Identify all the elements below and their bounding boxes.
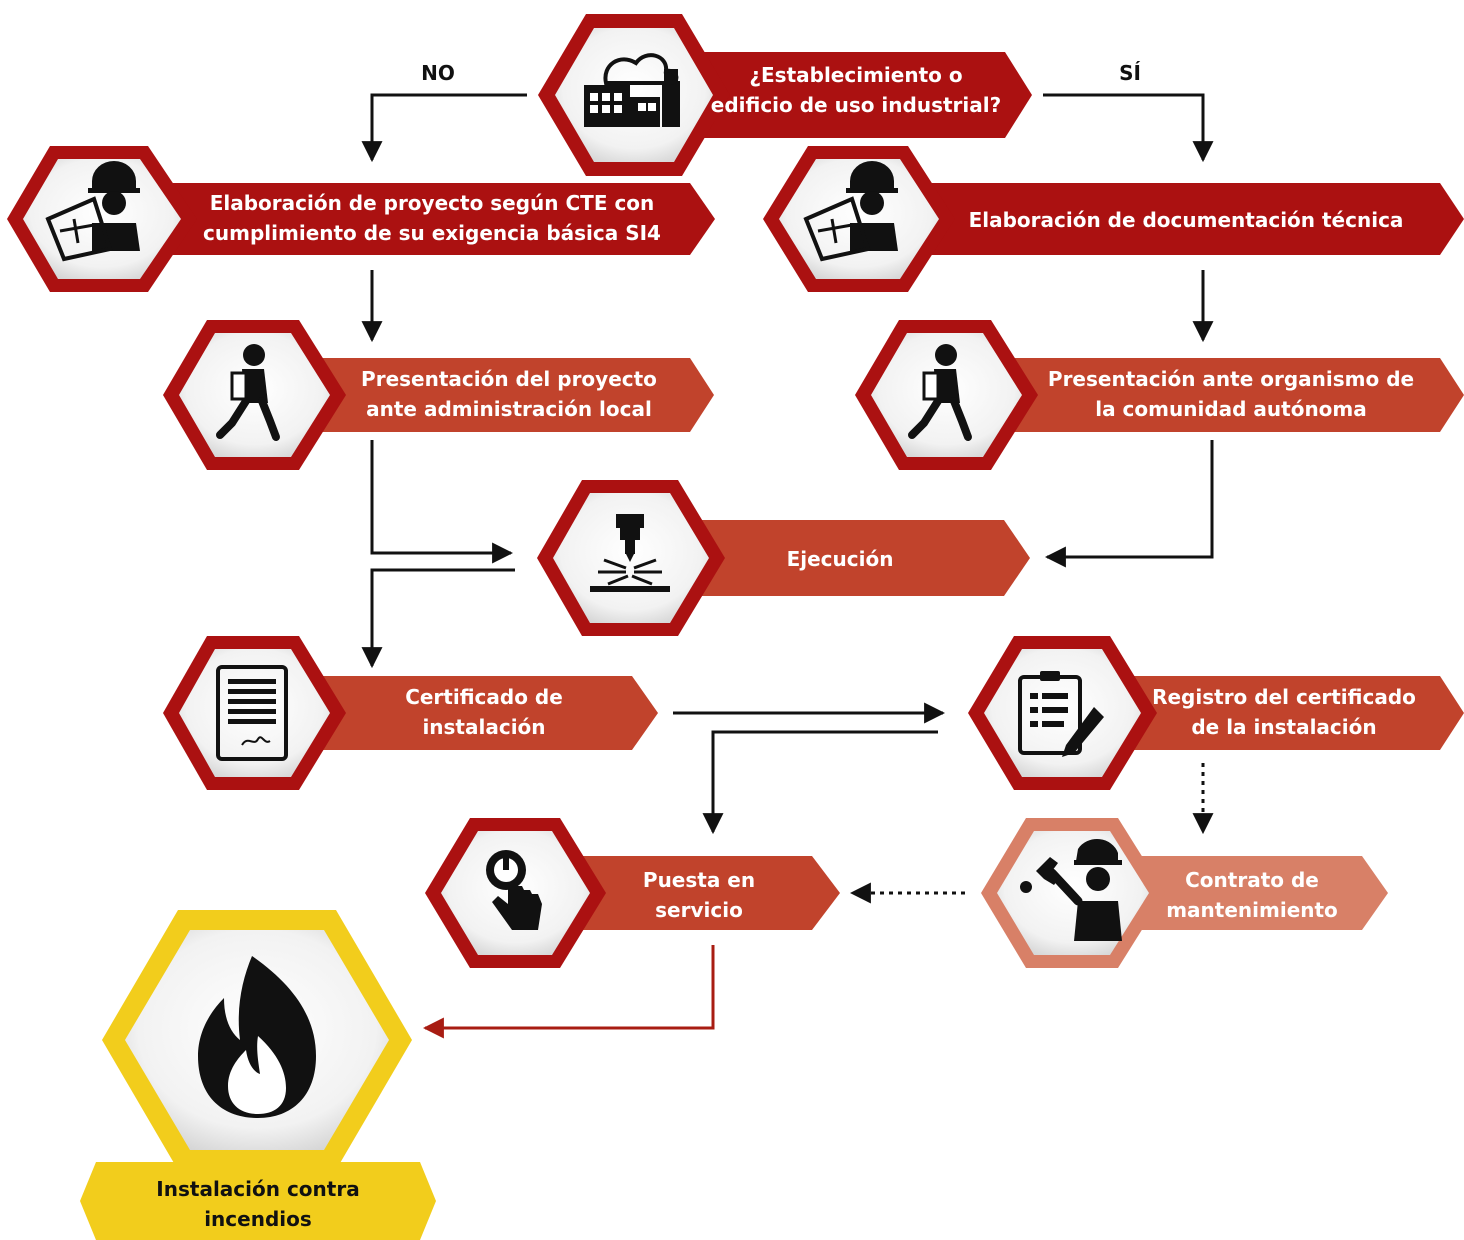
connector-yes-branch — [1043, 93, 1214, 163]
node-presentacion-ccaa: Presentación ante organismo de la comuni… — [855, 320, 1464, 470]
engineer-drafting-icon — [45, 161, 140, 262]
node-banner — [1090, 856, 1388, 930]
node-puesta-servicio: Puesta en servicio — [425, 818, 840, 968]
branch-label-no: NO — [421, 61, 455, 85]
node-industrial: ¿Establecimiento o edificio de uso indus… — [538, 14, 1032, 176]
node-banner — [556, 856, 840, 930]
node-label-line: de la instalación — [1191, 715, 1376, 739]
node-label-line: Contrato de — [1185, 868, 1319, 892]
node-label-line: ante administración local — [366, 397, 652, 421]
welding-icon — [590, 514, 670, 592]
node-certificado: Certificado de instalación — [163, 636, 658, 790]
node-label-line: Elaboración de proyecto según CTE con — [210, 191, 655, 215]
connector-ccaa-to-ejecucion — [1044, 440, 1214, 568]
fire-icon — [198, 956, 316, 1118]
walking-person-icon — [908, 344, 972, 441]
node-label-line: Ejecución — [787, 547, 894, 571]
node-banner — [1075, 676, 1464, 750]
branch-label-yes: SÍ — [1119, 61, 1141, 85]
node-label-line: servicio — [655, 898, 743, 922]
node-label-line: Registro del certificado — [1152, 685, 1416, 709]
node-label-line: instalación — [422, 715, 545, 739]
node-banner — [130, 183, 715, 255]
node-hexagon-inner — [555, 28, 713, 162]
node-registro: Registro del certificado de la instalaci… — [968, 636, 1464, 790]
node-banner — [620, 520, 1030, 596]
node-label-line: Elaboración de documentación técnica — [969, 208, 1404, 232]
connectors — [361, 93, 1214, 1039]
certificate-icon — [216, 665, 288, 761]
node-label-line: Presentación del proyecto — [361, 367, 657, 391]
node-banner — [290, 676, 658, 750]
connector-registro-to-puesta — [702, 730, 938, 835]
node-label-line: mantenimiento — [1166, 898, 1338, 922]
node-label-line: edificio de uso industrial? — [711, 93, 1001, 117]
connector-ejecucion-to-certificado — [361, 568, 515, 669]
power-button-icon — [486, 850, 542, 930]
mechanic-icon — [1020, 839, 1122, 941]
node-label-line: Presentación ante organismo de — [1048, 367, 1414, 391]
connector-no-branch — [361, 93, 527, 163]
node-contrato: Contrato de mantenimiento — [981, 818, 1388, 968]
engineer-drafting-icon — [803, 161, 898, 262]
node-label-line: Puesta en — [643, 868, 755, 892]
node-banner — [985, 358, 1464, 432]
node-label-line: Instalación contra — [156, 1177, 359, 1201]
node-label-line: la comunidad autónoma — [1095, 397, 1367, 421]
factory-icon — [584, 53, 680, 127]
node-label-line: cumplimiento de su exigencia básica SI4 — [203, 221, 661, 245]
node-final: Instalación contra incendios — [80, 910, 436, 1240]
clipboard-pen-icon — [1018, 671, 1104, 757]
walking-person-icon — [216, 344, 280, 441]
node-proyecto-cte: Elaboración de proyecto según CTE con cu… — [7, 146, 715, 292]
node-label-line: incendios — [204, 1207, 312, 1231]
node-banner — [640, 52, 1032, 138]
node-banner — [290, 358, 714, 432]
node-banner — [900, 183, 1464, 255]
connector-local-to-ejecucion — [370, 440, 514, 564]
connector-puesta-to-final — [422, 945, 715, 1039]
node-doc-tecnica: Elaboración de documentación técnica — [763, 146, 1464, 292]
node-label-line: Certificado de — [405, 685, 563, 709]
node-ejecucion: Ejecución — [537, 480, 1030, 636]
node-label-line: ¿Establecimiento o — [749, 63, 962, 87]
node-presentacion-local: Presentación del proyecto ante administr… — [163, 320, 714, 470]
final-label-banner — [80, 1162, 436, 1240]
